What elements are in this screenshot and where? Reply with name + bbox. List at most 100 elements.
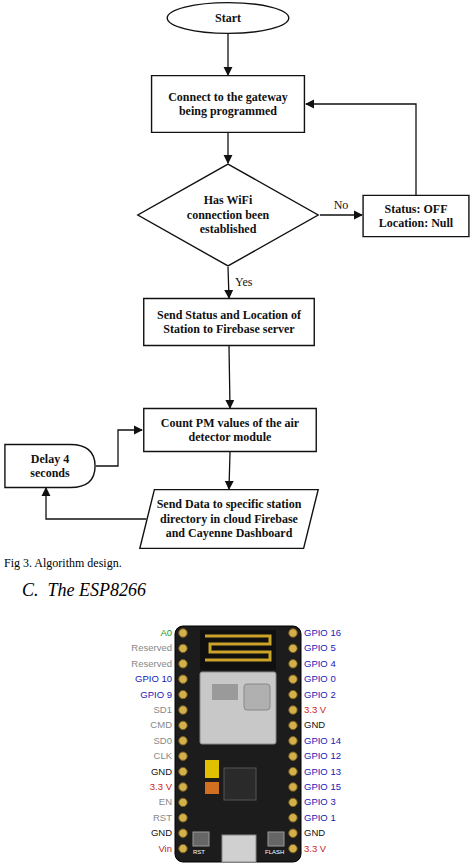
pin-pad: [289, 829, 297, 837]
pin-pad: [289, 737, 297, 745]
node-text: Count PM values of the air detector modu…: [150, 416, 310, 445]
flow-arrow: [229, 452, 230, 489]
node-text: Connect to the gateway being programmed: [158, 90, 298, 119]
process-box: Status: OFF Location: Null: [362, 195, 470, 237]
pin-pad: [179, 660, 187, 668]
pin-pad: [179, 690, 187, 698]
pin-label: GPIO 14: [304, 735, 341, 747]
wifi-logo: [244, 684, 270, 710]
flash-button: [268, 832, 284, 846]
pin-label: EN: [90, 796, 172, 808]
pin-pad: [289, 767, 297, 775]
pin-pad: [179, 814, 187, 822]
flow-arrow: [227, 34, 228, 75]
pcb-antenna: [205, 636, 270, 660]
pin-label: GND: [304, 827, 325, 839]
pin-label: GPIO 0: [304, 673, 336, 685]
pin-label: Reserved: [90, 642, 172, 654]
pin-label: GPIO 9: [90, 689, 172, 701]
pin-pad: [179, 752, 187, 760]
metal-shield: [200, 672, 276, 744]
pin-pad: [289, 798, 297, 806]
node-text: Delay 4 seconds: [18, 452, 82, 481]
button-label: FLASH: [265, 849, 284, 856]
pin-pad: [179, 675, 187, 683]
pin-label: CLK: [90, 750, 172, 762]
pin-label: GND: [304, 719, 325, 731]
flow-arrow: [228, 267, 229, 298]
rst-button: [193, 832, 209, 846]
edge-label: Yes: [233, 275, 254, 290]
io-parallelogram: Send Data to specific station directory …: [138, 489, 320, 549]
antenna-area: [200, 630, 276, 670]
pin-label: GPIO 15: [304, 781, 341, 793]
pin-pad: [179, 798, 187, 806]
pin-pad: [179, 844, 187, 852]
pin-label: GPIO 1: [304, 812, 336, 824]
pin-pad: [179, 829, 187, 837]
flow-arrow: [306, 104, 416, 195]
pin-pad: [179, 644, 187, 652]
flow-arrow: [229, 346, 230, 408]
figure-caption: Fig 3. Algorithm design.: [4, 556, 122, 571]
pin-label: GPIO 4: [304, 658, 336, 670]
pin-pad: [179, 767, 187, 775]
pin-label: GPIO 10: [90, 673, 172, 685]
pin-pad: [289, 721, 297, 729]
pin-pad: [289, 844, 297, 852]
usb-connector: [222, 835, 256, 862]
process-box: Send Status and Location of Station to F…: [142, 298, 316, 346]
pin-label: GPIO 12: [304, 750, 341, 762]
flow-arrow: [46, 488, 146, 519]
pin-label: GPIO 3: [304, 796, 336, 808]
pin-pad: [179, 783, 187, 791]
process-box: Connect to the gateway being programmed: [150, 75, 306, 133]
pin-pad: [179, 737, 187, 745]
flow-arrow: [96, 430, 142, 466]
board-pcb: [175, 626, 301, 862]
delay-shape: Delay 4 seconds: [4, 444, 96, 488]
pin-label: RST: [90, 812, 172, 824]
pin-pad: [289, 675, 297, 683]
pin-row: [179, 629, 297, 853]
pin-label: GPIO 2: [304, 689, 336, 701]
pin-label: CMD: [90, 719, 172, 731]
pin-label: GND: [90, 766, 172, 778]
usb-chip: [224, 768, 256, 800]
fcc-mark: [212, 684, 238, 700]
pin-label: Vin: [90, 843, 172, 855]
edge-label: No: [332, 198, 351, 213]
pin-label: 3.3 V: [304, 843, 326, 855]
pin-pad: [289, 752, 297, 760]
pin-pad: [289, 706, 297, 714]
pin-label: GPIO 13: [304, 766, 341, 778]
pin-label: GND: [90, 827, 172, 839]
pin-label: A0: [90, 627, 172, 639]
section-heading: C. The ESP8266: [22, 580, 146, 601]
pin-pad: [289, 644, 297, 652]
capacitor: [205, 760, 219, 778]
node-text: Send Status and Location of Station to F…: [149, 308, 309, 337]
flow-arrow: [320, 214, 362, 215]
pin-label: GPIO 16: [304, 627, 341, 639]
pin-pad: [289, 690, 297, 698]
capacitor: [205, 782, 219, 794]
process-box: Count PM values of the air detector modu…: [142, 408, 318, 452]
pin-label: GPIO 5: [304, 642, 336, 654]
pin-pad: [289, 783, 297, 791]
pin-label: 3.3 V: [90, 781, 172, 793]
start-terminal: Start: [166, 2, 290, 34]
pin-label: SD1: [90, 704, 172, 716]
pin-label: 3.3 V: [304, 704, 326, 716]
button-label: RST: [193, 849, 205, 856]
decision-diamond: Has WiFi connection been established: [136, 163, 320, 267]
pin-pad: [289, 629, 297, 637]
pin-label: SD0: [90, 735, 172, 747]
flow-arrow: [227, 133, 228, 163]
node-text: Start: [178, 11, 278, 25]
node-text: Status: OFF Location: Null: [368, 202, 464, 231]
pin-pad: [179, 706, 187, 714]
node-text: Send Data to specific station directory …: [154, 497, 304, 540]
pin-pad: [289, 660, 297, 668]
node-text: Has WiFi connection been established: [180, 193, 276, 236]
